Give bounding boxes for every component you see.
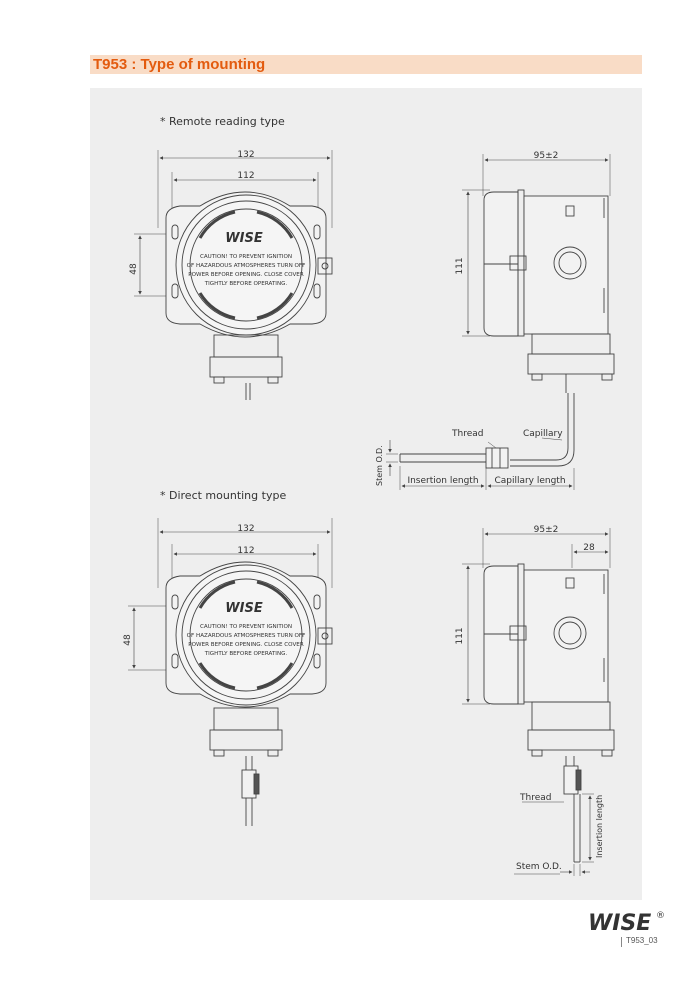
- direct-dim-111: 111: [455, 627, 465, 644]
- remote-insertion-length-label: Insertion length: [407, 476, 478, 486]
- drawing-panel: * Remote reading type: [90, 88, 642, 900]
- remote-stem-od-label: Stem O.D.: [375, 445, 384, 486]
- technical-drawing: * Remote reading type: [123, 115, 615, 876]
- remote-side-view: [386, 154, 615, 490]
- page-title: T953 : Type of mounting: [93, 56, 266, 73]
- remote-caution-logo: WISE: [225, 231, 263, 246]
- direct-caution-line2: OF HAZARDOUS ATMOSPHERES TURN OFF: [187, 633, 306, 639]
- remote-capillary-label: Capillary: [523, 429, 563, 439]
- direct-side-view: [462, 528, 615, 876]
- remote-dim-48: 48: [129, 263, 139, 275]
- direct-caution-line3: POWER BEFORE OPENING. CLOSE COVER: [188, 642, 304, 648]
- remote-dim-132: 132: [237, 150, 254, 160]
- direct-caution-line1: CAUTION! TO PREVENT IGNITION: [200, 624, 292, 630]
- direct-heading: * Direct mounting type: [160, 489, 286, 502]
- remote-caution-line3: POWER BEFORE OPENING. CLOSE COVER: [188, 272, 304, 278]
- remote-front-view: [134, 150, 333, 400]
- remote-caution-line1: CAUTION! TO PREVENT IGNITION: [200, 254, 292, 260]
- remote-caution-line4: TIGHTLY BEFORE OPERATING.: [204, 281, 288, 287]
- registered-mark: ®: [656, 911, 665, 921]
- direct-thread-label: Thread: [519, 793, 551, 803]
- footer-separator: [621, 937, 622, 947]
- direct-dim-132: 132: [237, 524, 254, 534]
- title-bar: T953 : Type of mounting: [90, 55, 642, 74]
- direct-dim-112: 112: [237, 546, 254, 556]
- remote-dim-112: 112: [237, 171, 254, 181]
- wise-logo: WISE ®: [586, 908, 666, 936]
- remote-dim-111: 111: [455, 257, 465, 274]
- direct-dim-28: 28: [583, 543, 595, 553]
- page-code: T953_03: [626, 936, 658, 945]
- direct-dim-48: 48: [123, 634, 133, 646]
- remote-capillary-length-label: Capillary length: [494, 476, 565, 486]
- direct-stem-od-label: Stem O.D.: [516, 862, 562, 872]
- direct-caution-logo: WISE: [225, 601, 263, 616]
- logo-text: WISE: [588, 911, 651, 934]
- direct-caution-line4: TIGHTLY BEFORE OPERATING.: [204, 651, 288, 657]
- remote-thread-label: Thread: [451, 429, 483, 439]
- direct-dim-95: 95±2: [534, 525, 559, 535]
- remote-dim-95: 95±2: [534, 151, 559, 161]
- remote-heading: * Remote reading type: [160, 115, 285, 128]
- direct-insertion-length-label: Insertion length: [595, 795, 604, 858]
- direct-front-view: [128, 518, 333, 826]
- remote-caution-line2: OF HAZARDOUS ATMOSPHERES TURN OFF: [187, 263, 306, 269]
